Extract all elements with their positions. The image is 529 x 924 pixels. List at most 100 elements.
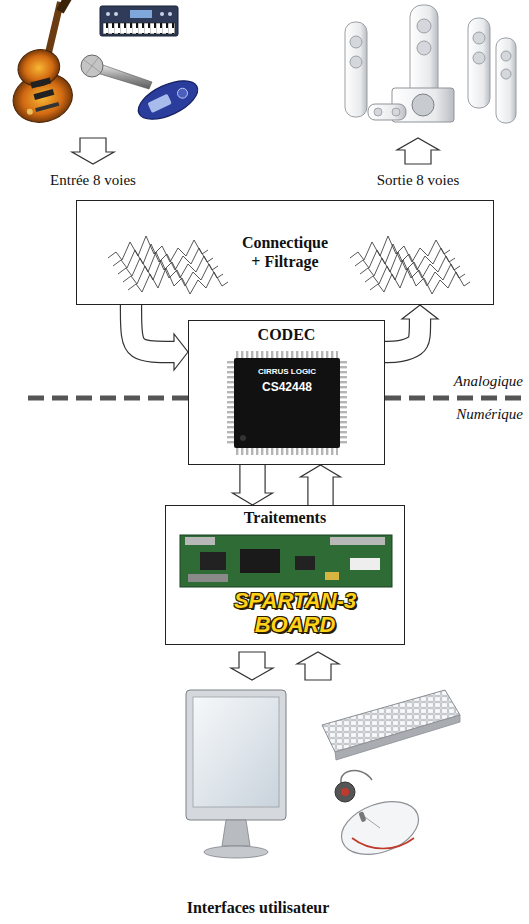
monitor-picture (193, 697, 279, 807)
monitor-picture (186, 690, 286, 820)
flow-arrow (233, 465, 273, 505)
output-waveforms (360, 252, 460, 278)
flow-arrow (131, 305, 188, 370)
input-waveforms (113, 244, 213, 270)
flow-arrow (385, 305, 438, 352)
speakers-picture (350, 56, 362, 68)
arrow-outline (307, 476, 333, 506)
fpga-board (185, 537, 215, 545)
mouse-picture (358, 812, 380, 828)
speakers-picture (473, 52, 485, 64)
speakers-picture (412, 94, 434, 116)
mouse-picture (334, 792, 426, 864)
domain-separator (28, 396, 188, 401)
codec-chip (240, 435, 246, 441)
fpga-board (295, 556, 315, 570)
arrow-body (241, 465, 265, 495)
arrow-head (233, 493, 273, 505)
fpga-board (180, 535, 392, 587)
codec-chip (227, 360, 234, 446)
fpga-board (240, 549, 280, 573)
synthesizer-picture (103, 23, 175, 34)
speakers-picture (410, 5, 438, 100)
box-title: Traitements (244, 509, 326, 527)
speakers-picture (501, 51, 511, 61)
speakers-picture (368, 104, 406, 120)
speakers-picture (392, 108, 400, 116)
speakers-picture (473, 32, 485, 44)
output-waveforms (350, 236, 450, 262)
mouse-picture (334, 771, 426, 865)
guitar-picture (26, 108, 33, 115)
output-waveforms (365, 260, 465, 286)
mp3-player-picture (176, 87, 189, 100)
arrow-outline (385, 318, 420, 353)
speakers-picture (468, 18, 490, 108)
mouse-picture (341, 788, 349, 796)
box-title: Connectique + Filtrage (242, 234, 328, 271)
mp3-player-picture (133, 73, 204, 127)
speakers-picture (350, 36, 362, 48)
domain-label: Numérique (456, 405, 523, 423)
board-logo: SPARTAN-3 BOARD (195, 589, 395, 637)
input-arrow (72, 138, 114, 164)
guitar-picture (35, 102, 59, 112)
speakers-picture (417, 41, 431, 55)
user-interface-arrows (297, 652, 339, 680)
input-waveforms (128, 268, 228, 294)
fpga-board (200, 552, 226, 570)
mouse-picture (358, 811, 366, 822)
arrow-body (309, 476, 333, 506)
output-caption: Sortie 8 voies (377, 171, 460, 189)
guitar-picture (33, 89, 54, 100)
arrow-body (385, 318, 420, 353)
microphone-picture (81, 55, 152, 89)
input-waveforms (108, 236, 228, 294)
speakers-picture (417, 19, 431, 33)
guitar-picture (53, 0, 75, 15)
output-waveforms (370, 268, 470, 294)
codec-chip (227, 351, 347, 455)
input-caption: Entrée 8 voies (50, 171, 136, 189)
input-waveforms (123, 260, 223, 286)
monitor-picture (186, 690, 286, 858)
filter-block: Connectique + Filtrage (76, 200, 494, 305)
codec-chip (236, 448, 338, 455)
input-arrow (72, 138, 114, 164)
box-title: CODEC (258, 326, 316, 344)
synthesizer-picture (168, 12, 172, 16)
user-interface-arrows (231, 652, 273, 680)
input-waveforms (108, 236, 208, 262)
monitor-picture (204, 846, 268, 858)
synthesizer-picture (130, 10, 152, 18)
interfaces-caption: Interfaces utilisateur (187, 898, 330, 917)
microphone-picture (86, 58, 98, 74)
fpga-board (330, 537, 385, 545)
mp3-player-picture (147, 94, 172, 113)
codec-chip (234, 358, 340, 448)
speakers-picture (501, 69, 511, 79)
fpga-board (325, 572, 339, 580)
arrow-head (174, 334, 188, 370)
guitar-picture (30, 77, 51, 88)
arrow-head (301, 465, 341, 477)
arrow-body (131, 305, 176, 352)
mp3-player-picture (133, 73, 204, 127)
arrow-outline (131, 305, 176, 352)
chip-part-number: CS42448 (262, 380, 312, 394)
microphone-picture (97, 64, 152, 89)
input-waveforms (118, 252, 218, 278)
keyboard-picture (322, 690, 460, 760)
synthesizer-picture (114, 12, 118, 16)
keyboard-picture (335, 715, 460, 760)
fpga-board (350, 558, 380, 570)
synthesizer-picture (100, 6, 178, 36)
chip-brand: CIRRUS LOGIC (258, 367, 316, 377)
speakers-picture (345, 22, 367, 117)
mouse-picture (352, 838, 414, 849)
user-interface-arrows (231, 652, 339, 680)
